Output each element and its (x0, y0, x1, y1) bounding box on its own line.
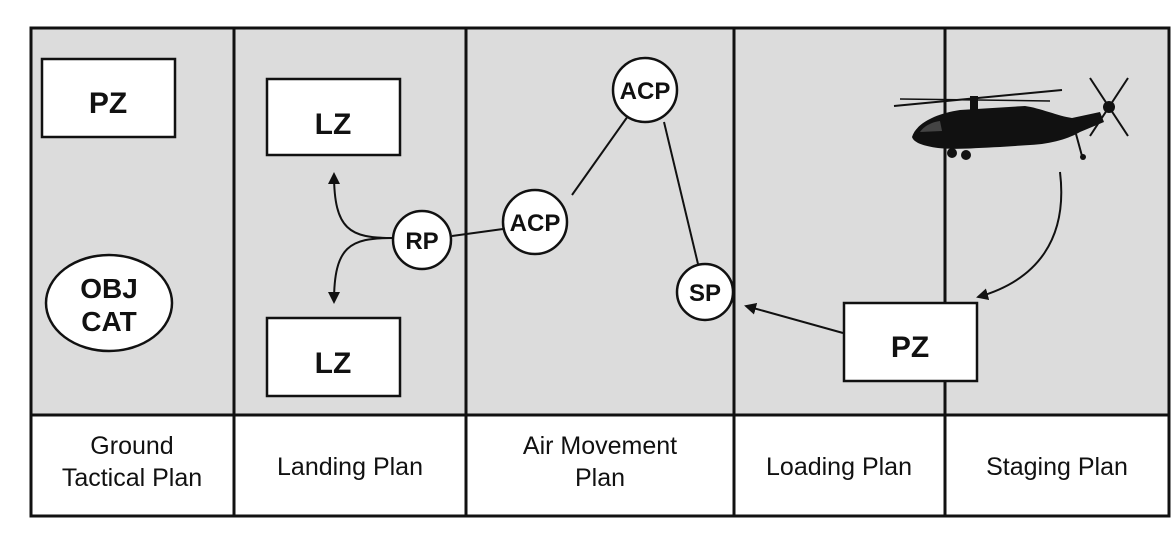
lz-box-bottom (265, 316, 402, 398)
sp-circle (675, 262, 735, 322)
caption-loading: Loading Plan (766, 453, 912, 481)
caption-row (29, 413, 1171, 518)
arrow-helicopter-to-pz (976, 171, 1063, 301)
caption-staging: Staging Plan (986, 453, 1128, 481)
obj-cat-label-line2: CAT (81, 306, 136, 337)
obj-cat-ellipse (44, 253, 174, 353)
obj-cat-label-line1: OBJ (80, 273, 138, 304)
rp-label: RP (405, 228, 438, 255)
arrow-to-sp (744, 302, 844, 334)
acp-circle-upper (611, 56, 679, 124)
sp-label: SP (689, 280, 721, 307)
acp-label-upper: ACP (620, 78, 671, 105)
route-line (571, 115, 629, 196)
caption-ground-line2: Tactical Plan (62, 464, 202, 492)
caption-air-line2: Plan (575, 464, 625, 492)
caption-air-line1: Air Movement (523, 432, 677, 460)
helicopter-silhouette-icon (893, 77, 1129, 160)
pz-label-ground: PZ (89, 87, 127, 120)
pz-box-staging (842, 301, 979, 383)
route-line (663, 121, 699, 265)
caption-ground-line1: Ground (90, 432, 173, 460)
lz-label-top: LZ (315, 108, 352, 141)
pz-label-staging: PZ (891, 331, 929, 364)
lz-box-top (265, 77, 402, 157)
lz-label-bottom: LZ (315, 347, 352, 380)
acp-label-lower: ACP (510, 210, 561, 237)
route-line (451, 228, 504, 237)
caption-landing: Landing Plan (277, 453, 423, 481)
acp-circle-lower (501, 188, 569, 256)
pz-box-ground (40, 57, 177, 139)
rp-circle (391, 209, 453, 271)
arrow-to-lz-bottom (328, 237, 393, 304)
